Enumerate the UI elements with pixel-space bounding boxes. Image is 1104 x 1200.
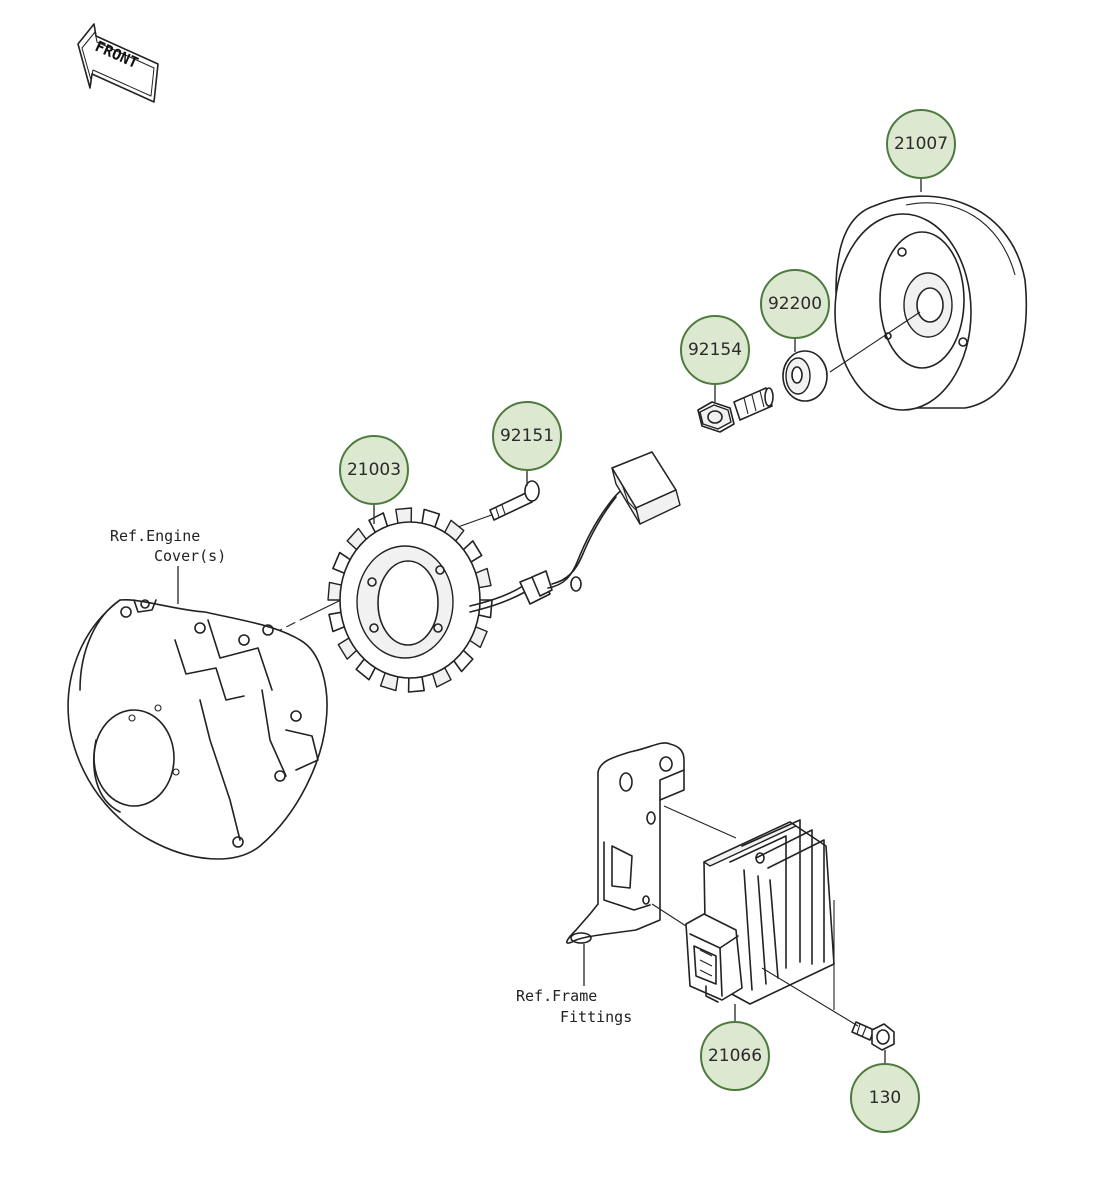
svg-text:21003: 21003: [347, 460, 401, 480]
stator: [327, 451, 681, 693]
callout-21003[interactable]: 21003: [339, 435, 409, 505]
cooling-fins: [729, 819, 825, 991]
ref-frame-fittings-label: Ref.Frame Fittings: [516, 944, 632, 1026]
front-arrow-icon: FRONT: [77, 23, 159, 103]
rotor-flywheel: [834, 195, 1028, 411]
svg-text:92200: 92200: [768, 294, 822, 314]
stator-bolt: [489, 480, 540, 521]
ref-engine-cover-label: Ref.Engine Cover(s): [110, 527, 226, 604]
svg-text:130: 130: [869, 1088, 901, 1108]
callout-92151[interactable]: 92151: [492, 401, 562, 471]
svg-text:92151: 92151: [500, 426, 554, 446]
ref-frame-fittings-line1: Ref.Frame: [516, 987, 597, 1005]
regulator-rectifier: [685, 819, 835, 1005]
callout-92154[interactable]: 92154: [680, 315, 750, 385]
rotor-bolt: [697, 387, 774, 433]
svg-text:21007: 21007: [894, 134, 948, 154]
callout-21066[interactable]: 21066: [700, 1021, 770, 1091]
regulator-bolt: [851, 1021, 895, 1051]
callout-130[interactable]: 130: [850, 1063, 920, 1133]
ref-frame-fittings-line2: Fittings: [560, 1008, 632, 1026]
ref-engine-cover-line2: Cover(s): [154, 547, 226, 565]
engine-cover: [67, 598, 328, 860]
callout-21007[interactable]: 21007: [886, 109, 956, 179]
callout-92200[interactable]: 92200: [760, 269, 830, 339]
svg-text:21066: 21066: [708, 1046, 762, 1066]
regulator-bracket: [565, 742, 685, 944]
washer: [782, 350, 828, 402]
svg-text:92154: 92154: [688, 340, 742, 360]
ref-engine-cover-line1: Ref.Engine: [110, 527, 200, 545]
